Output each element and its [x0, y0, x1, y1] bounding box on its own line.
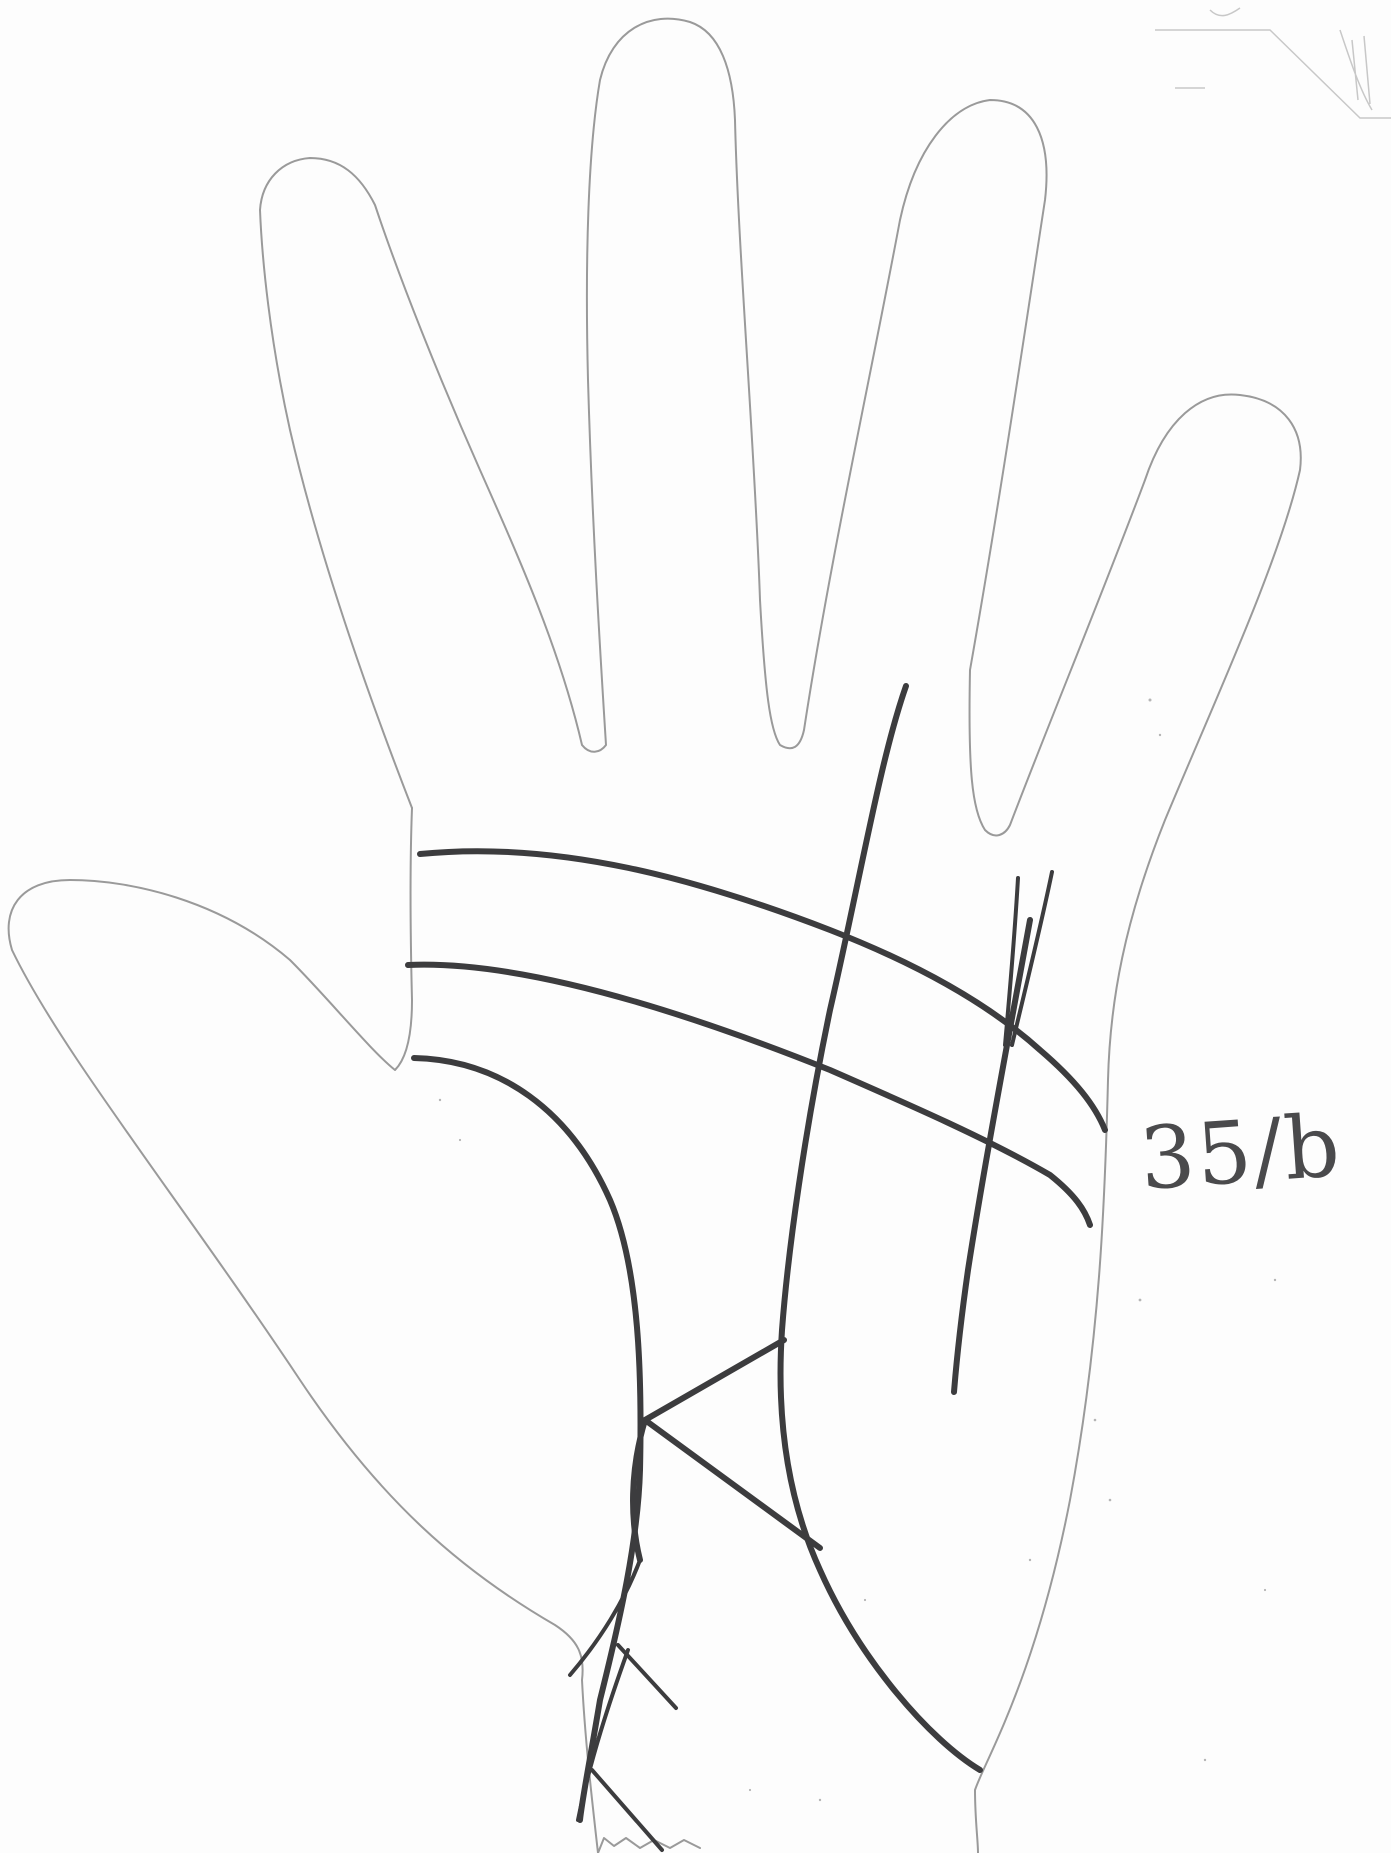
handwritten-label: 35/b [1137, 1103, 1344, 1203]
head-line [408, 965, 1090, 1225]
life-line [414, 1058, 641, 1820]
wrist-edge [598, 1838, 700, 1853]
corner-artwork [1155, 8, 1391, 118]
hand-outline [260, 19, 1301, 1853]
fate-line [781, 686, 980, 1770]
triangle-mark [633, 1340, 820, 1560]
thumb-outline [9, 808, 598, 1853]
